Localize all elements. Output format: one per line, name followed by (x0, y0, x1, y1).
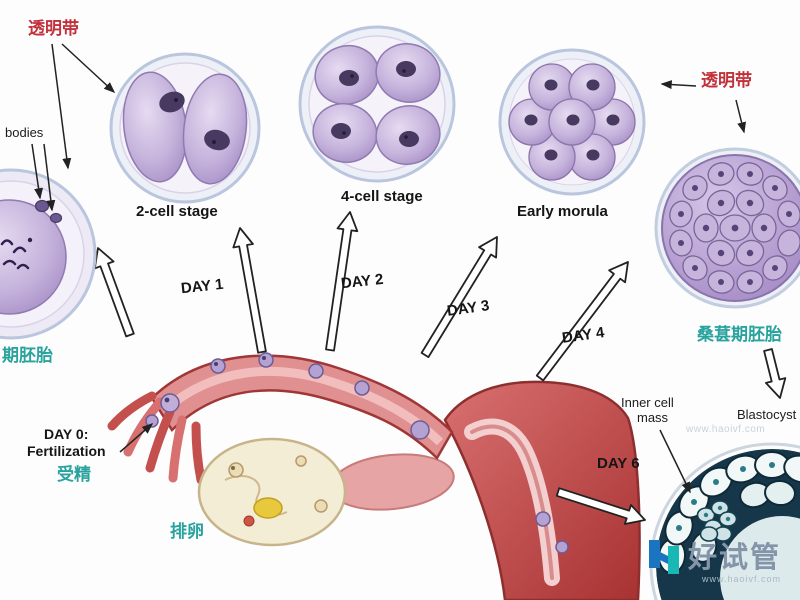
label-2-cell-stage: 2-cell stage (136, 203, 218, 220)
arrow-day1 (232, 227, 267, 354)
label-zona-pellucida-left: 透明带 (28, 19, 79, 38)
zona-right-arrow-2 (735, 99, 747, 134)
ovary-illustration (197, 437, 347, 547)
corpus-luteum (253, 497, 283, 519)
pointer-arrows (31, 43, 747, 494)
label-zona-pellucida-right: 透明带 (701, 71, 752, 90)
label-inner-cell-mass-2: mass (637, 410, 669, 425)
haoivf-logo-icon (649, 540, 679, 574)
label-inner-cell-mass-1: Inner cell (621, 395, 674, 410)
arrow-day4 (535, 261, 629, 382)
zygote-illustration (0, 168, 97, 340)
label-zygote-stage-cn: 期胚胎 (2, 346, 53, 365)
two-cell-illustration (109, 52, 261, 204)
day-arrows (93, 211, 787, 525)
bodies-arrow-2 (43, 143, 56, 212)
arrow-to-zygote (93, 247, 135, 338)
arrow-day3 (420, 236, 498, 359)
arrow-day2 (325, 211, 359, 352)
arrow-day6 (555, 487, 646, 525)
label-morula-cn: 桑葚期胚胎 (697, 325, 782, 344)
zona-left-arrow-2 (51, 43, 72, 170)
bodies-arrow-1 (31, 143, 44, 200)
morula-ball-illustration (654, 147, 800, 309)
label-fertilization-cn: 受精 (57, 465, 91, 484)
fallopian-tube-illustration (107, 352, 641, 600)
blastocyst-illustration (649, 442, 800, 600)
arrow-to-blastocyst (763, 348, 787, 399)
label-early-morula: Early morula (517, 203, 608, 220)
label-ovulation-cn: 排卵 (170, 522, 204, 541)
polar-body (34, 199, 50, 213)
label-polar-bodies: bodies (5, 125, 44, 140)
label-blastocyst: Blastocyst (737, 407, 797, 422)
zona-left-arrow-1 (61, 43, 116, 94)
label-4-cell-stage: 4-cell stage (341, 188, 423, 205)
watermark: 好试管 www.haoivf.com (646, 534, 781, 584)
label-day6: DAY 6 (597, 455, 640, 472)
early-morula-illustration (498, 48, 646, 196)
polar-body (49, 212, 63, 224)
label-day0: DAY 0: (44, 426, 89, 442)
watermark-brand: 好试管 (688, 542, 782, 574)
zona-right-arrow-1 (660, 80, 697, 90)
four-cell-illustration (298, 25, 456, 183)
icm-arrow (659, 429, 691, 494)
watermark-url: www.haoivf.com (701, 574, 782, 584)
watermark-url-faint: www.haoivf.com (686, 424, 766, 435)
label-fertilization: Fertilization (27, 443, 106, 459)
fertilization-arrow (119, 423, 154, 453)
